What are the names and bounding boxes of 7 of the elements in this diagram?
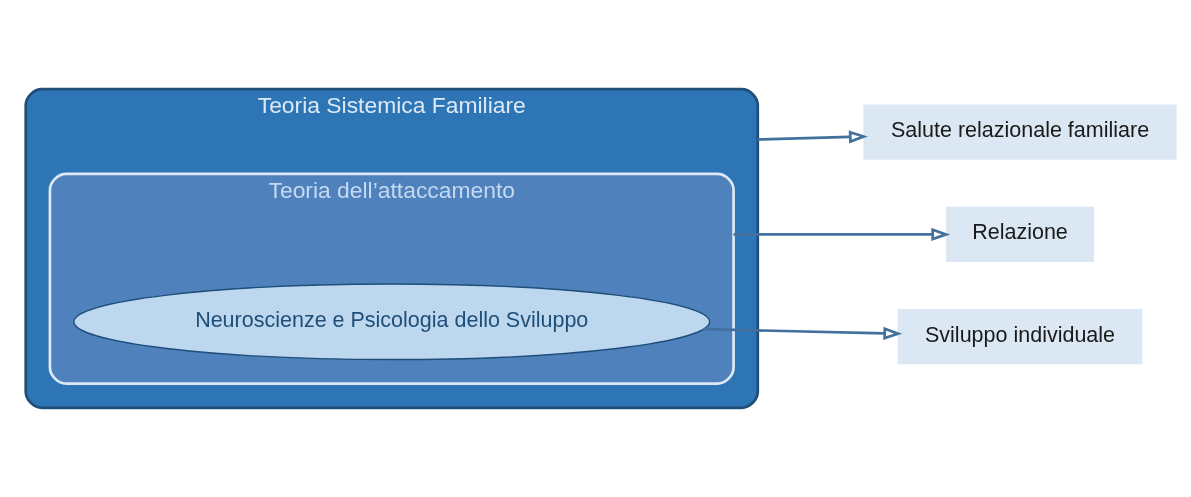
arrow	[733, 227, 951, 241]
arrow	[703, 326, 903, 340]
node-box: Sviluppo individuale	[897, 309, 1143, 365]
node-ellipse: Neuroscienze e Psicologia dello Sviluppo	[73, 283, 711, 361]
arrow	[757, 130, 868, 144]
node-box: Salute relazionale familiare	[863, 104, 1177, 160]
node-box: Relazione	[946, 206, 1094, 262]
